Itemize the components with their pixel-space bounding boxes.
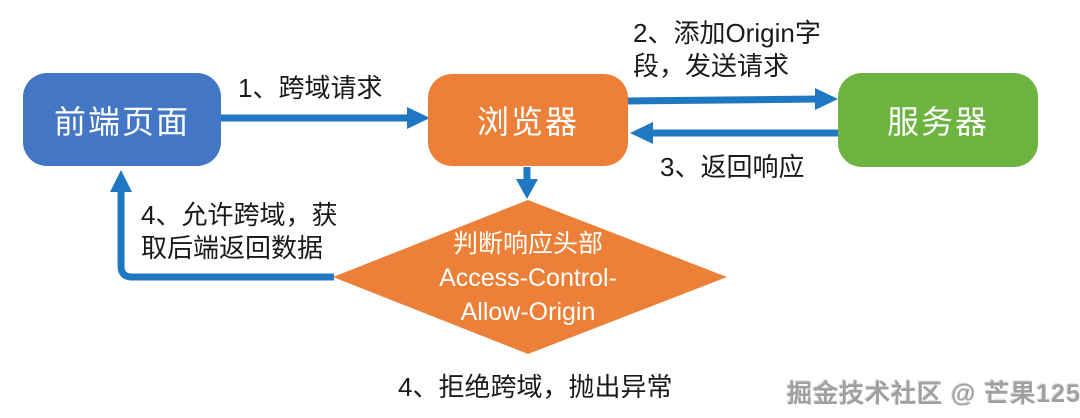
arrow-decision-to-frontend: [110, 170, 334, 281]
arrow-frontend-to-browser: [221, 107, 430, 129]
edge-label-step4-reject: 4、拒绝跨域，抛出异常: [398, 372, 673, 402]
decision-diamond-label: 判断响应头部 Access-Control- Allow-Origin: [439, 230, 617, 326]
arrow-server-to-browser: [630, 122, 838, 144]
edge-label-step3: 3、返回响应: [660, 152, 805, 182]
node-frontend-label: 前端页面: [53, 103, 190, 140]
watermark-text: 掘金技术社区 @ 芒果125: [787, 380, 1080, 408]
edge-label-step2: 2、添加Origin字 段，发送请求: [633, 18, 821, 81]
node-frontend-page: 前端页面: [23, 73, 221, 166]
arrow-browser-to-server: [627, 88, 838, 110]
arrow-browser-to-decision: [516, 167, 538, 199]
node-server-label: 服务器: [886, 104, 989, 140]
edge-label-step4-allow: 4、允许跨域，获 取后端返回数据: [141, 200, 338, 263]
node-browser-label: 浏览器: [476, 104, 579, 140]
node-browser: 浏览器: [428, 74, 628, 166]
edge-label-step1: 1、跨域请求: [238, 73, 383, 103]
decision-diamond-shape: [333, 200, 727, 354]
node-server: 服务器: [838, 73, 1038, 167]
